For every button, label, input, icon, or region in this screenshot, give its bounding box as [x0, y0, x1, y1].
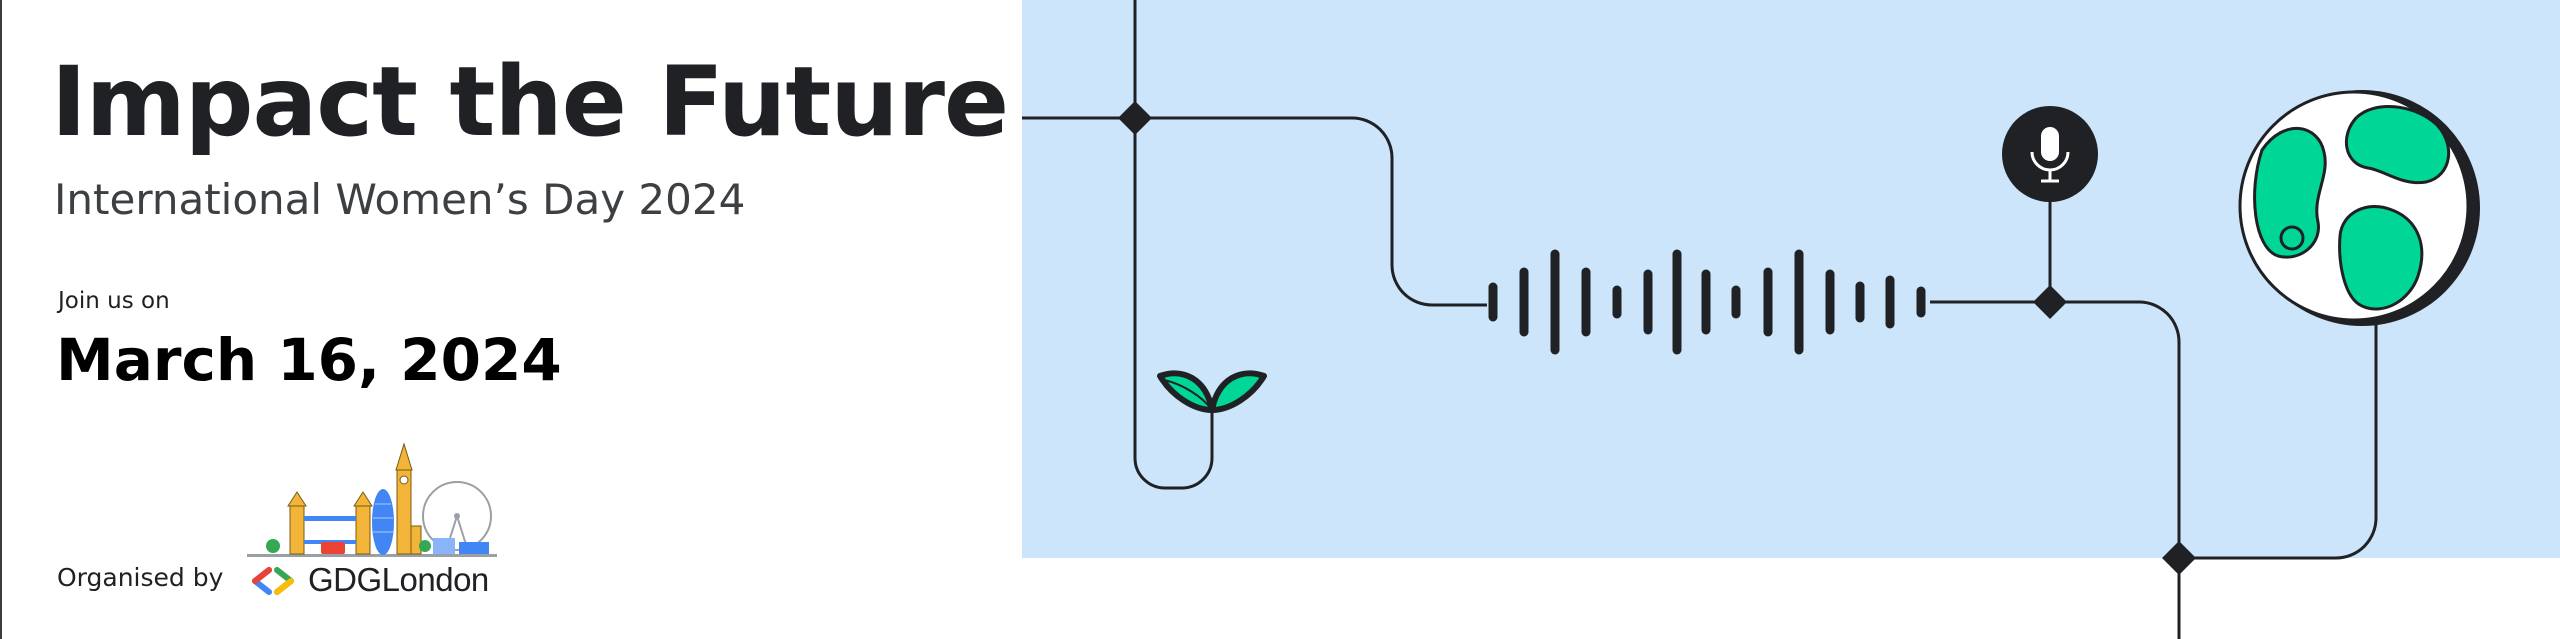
- gdg-brackets-icon: [252, 567, 294, 595]
- circuit-lines: [1022, 0, 2378, 639]
- gdg-london-wordmark: GDGLondon: [308, 561, 489, 598]
- gdg-london-logo: GDGLondon: [245, 430, 510, 600]
- event-date: March 16, 2024: [56, 326, 562, 394]
- microphone-icon: [2002, 106, 2098, 202]
- event-subtitle: International Women’s Day 2024: [54, 175, 746, 224]
- join-label: Join us on: [58, 288, 170, 314]
- globe-icon: [2238, 90, 2480, 326]
- page-title: Impact the Future: [51, 46, 1009, 158]
- london-skyline-icon: [247, 442, 497, 557]
- decorative-illustration: [1022, 0, 2560, 639]
- organised-by-label: Organised by: [57, 563, 224, 592]
- sound-wave-icon: [1488, 249, 1926, 355]
- left-border: [0, 0, 2, 639]
- sprout-icon: [1157, 370, 1267, 420]
